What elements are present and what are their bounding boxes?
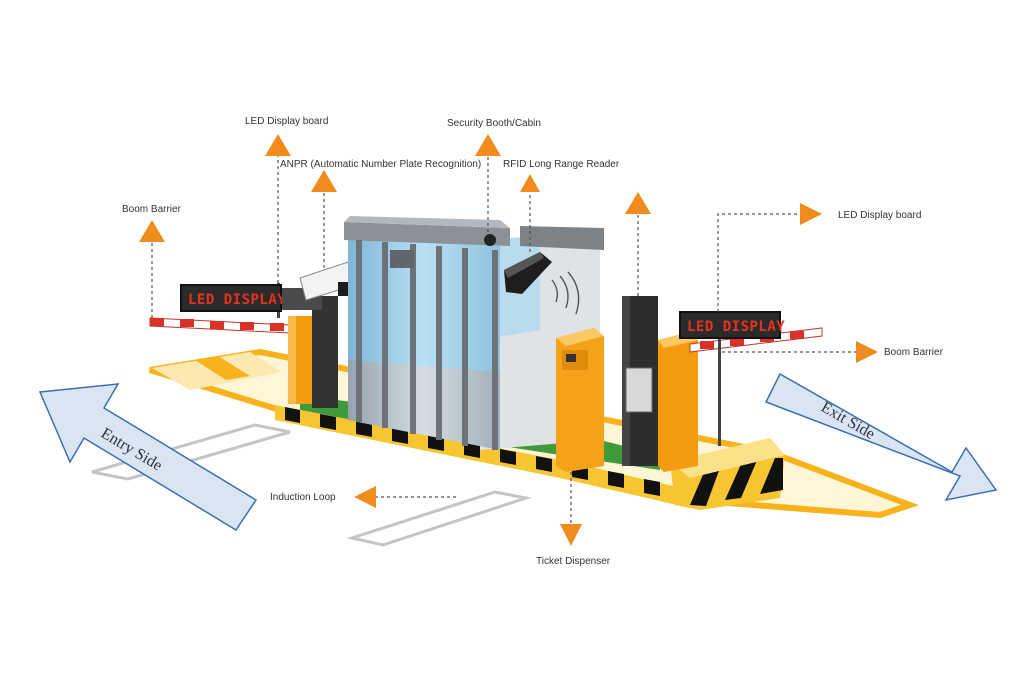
ticket-dispenser [556, 328, 604, 472]
labels: LED Display board Security Booth/Cabin A… [122, 116, 944, 567]
callout-arrow-boom-left [139, 220, 165, 242]
anpr-camera [282, 261, 353, 408]
callout-arrow-led-right [800, 203, 822, 225]
label-led-display-board-right: LED Display board [838, 210, 921, 221]
callout-arrow-anpr [311, 170, 337, 192]
dark-post [622, 296, 658, 466]
label-led-display-board-left: LED Display board [245, 116, 328, 127]
callout-arrow-rfid [520, 174, 540, 192]
led-display-right-text: LED DISPLAY [687, 319, 785, 335]
callout-arrow-post [625, 192, 651, 214]
label-boom-barrier-right: Boom Barrier [884, 347, 944, 358]
induction-loop-upper [91, 423, 291, 481]
label-security-booth: Security Booth/Cabin [447, 118, 541, 129]
label-anpr: ANPR (Automatic Number Plate Recognition… [280, 159, 481, 170]
label-boom-barrier-left: Boom Barrier [122, 204, 182, 215]
led-display-left-text: LED DISPLAY [188, 292, 286, 308]
callout-arrow-induction-loop [354, 486, 376, 508]
callout-arrow-security-booth [475, 134, 501, 156]
callout-arrow-ticket-dispenser [560, 524, 582, 546]
rfid-reader [504, 252, 580, 315]
label-ticket-dispenser: Ticket Dispenser [536, 556, 611, 567]
boom-barrier-left [149, 316, 312, 404]
callouts [139, 134, 878, 546]
entry-side-arrow: Entry Side [38, 383, 258, 532]
induction-loop-lower [346, 490, 532, 547]
callout-arrow-led-left [265, 134, 291, 156]
label-rfid-reader: RFID Long Range Reader [503, 159, 620, 170]
led-display-right: LED DISPLAY [679, 311, 785, 446]
callout-arrow-boom-right [856, 341, 878, 363]
led-display-left: LED DISPLAY [180, 283, 286, 318]
label-induction-loop: Induction Loop [270, 492, 336, 503]
